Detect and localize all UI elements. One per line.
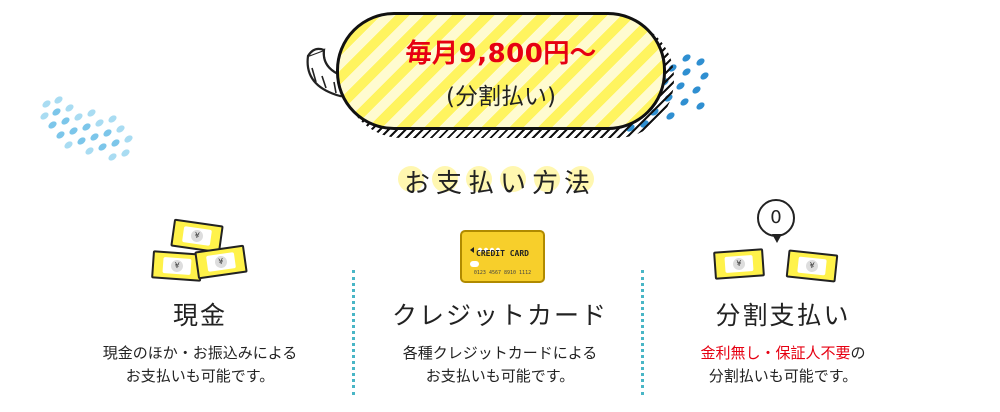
dots-decoration-left bbox=[38, 94, 138, 165]
column-divider bbox=[352, 270, 355, 395]
installment-note: (分割払い) bbox=[446, 84, 556, 110]
title-highlight bbox=[500, 166, 526, 192]
speech-bubble-icon: 0 bbox=[757, 199, 795, 237]
method-description: 現金のほか・お振込みによる お支払いも可能です。 bbox=[102, 344, 298, 385]
method-description: 各種クレジットカードによる お支払いも可能です。 bbox=[402, 344, 598, 385]
no-interest-highlight: 金利無し・保証人不要 bbox=[700, 344, 851, 362]
card-dots bbox=[470, 238, 510, 253]
method-description: 金利無し・保証人不要の 分割払いも可能です。 bbox=[700, 344, 866, 385]
card-number: 0123 4567 8910 1112 bbox=[473, 270, 532, 276]
title-highlight bbox=[534, 166, 560, 192]
card-chip bbox=[470, 261, 479, 267]
title-highlight bbox=[568, 166, 594, 192]
column-divider bbox=[641, 270, 644, 395]
speech-bubble-tail bbox=[772, 234, 782, 243]
method-title: 分割支払い bbox=[715, 301, 851, 330]
title-highlight bbox=[432, 166, 458, 192]
price-banner: 毎月9,800円～ (分割払い) bbox=[336, 12, 666, 130]
payment-methods-title: お支払い方法 bbox=[403, 169, 597, 199]
method-title: 現金 bbox=[172, 301, 227, 330]
credit-card-icon: CREDIT CARD 0123 4567 8910 1112 bbox=[460, 230, 545, 283]
title-highlight bbox=[398, 166, 424, 192]
title-highlight bbox=[466, 166, 492, 192]
card-label: CREDIT CARD bbox=[476, 249, 529, 258]
monthly-price: 毎月9,800円～ bbox=[405, 39, 597, 69]
method-title: クレジットカード bbox=[391, 301, 608, 330]
